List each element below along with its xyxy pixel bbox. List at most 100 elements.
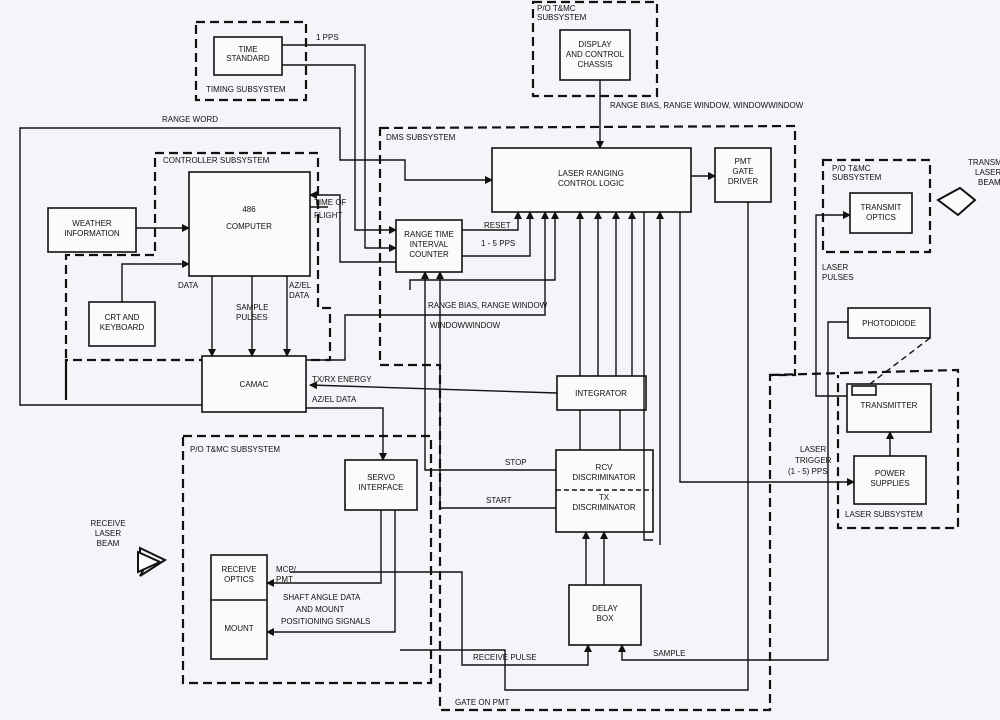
camac-label: CAMAC <box>240 380 269 389</box>
rtic-label-3: COUNTER <box>409 250 449 259</box>
transmit-optics-label-2: OPTICS <box>866 213 896 222</box>
receive-beam-label-3: BEAM <box>97 539 120 548</box>
sample-pulses-label-1: SAMPLE <box>236 303 268 312</box>
laser-subsystem-label: LASER SUBSYSTEM <box>845 510 923 519</box>
tof-label-1: TIME OF <box>314 198 347 207</box>
laser-pulses-label-1: LASER <box>822 263 848 272</box>
azel-label-2: DATA <box>289 291 310 300</box>
rcv-disc-label-1: RCV <box>596 463 614 472</box>
pps-1-5-label: 1 - 5 PPS <box>481 239 515 248</box>
time-standard-block <box>213 36 283 76</box>
sample-wire <box>618 321 848 661</box>
pmt-gate-driver-block <box>714 147 772 203</box>
power-label-2: SUPPLIES <box>870 479 909 488</box>
crt-label-2: KEYBOARD <box>100 323 145 332</box>
reset-wire <box>462 211 522 231</box>
delay-label-2: BOX <box>597 614 615 623</box>
controller-subsystem-label: CONTROLLER SUBSYSTEM <box>163 156 270 165</box>
start-label: START <box>486 496 512 505</box>
po-tmc-top-label-1: P/O T&MC <box>537 4 576 13</box>
transmit-optics-label-1: TRANSMIT <box>861 203 902 212</box>
laser-trigger-wire <box>679 212 855 486</box>
txrx-energy-label: TX/RX ENERGY <box>312 375 372 384</box>
transmit-beam-arrow-icon <box>936 186 977 217</box>
stop-wire <box>421 271 556 471</box>
data-label: DATA <box>178 281 199 290</box>
po-tmc-top-boundary <box>531 0 659 98</box>
display-label-1: DISPLAY <box>578 40 612 49</box>
pmt-label-2: GATE <box>732 167 753 176</box>
laser-pulses-wire <box>815 211 851 397</box>
pmt-label-1: PMT <box>735 157 752 166</box>
crt-to-computer-wire <box>121 260 190 302</box>
transmit-beam-label-3: BEAM <box>978 178 1000 187</box>
rtic-label-2: INTERVAL <box>410 240 449 249</box>
laser-ranging-control-block <box>491 147 692 213</box>
dms-subsystem-boundary <box>378 124 797 712</box>
pmt-label-3: DRIVER <box>728 177 758 186</box>
crt-keyboard-block <box>88 301 156 347</box>
mount-label: MOUNT <box>224 624 253 633</box>
servo-interface-block <box>344 459 418 511</box>
display-control-block <box>559 29 631 81</box>
range-bias-mid-label: RANGE BIAS, RANGE WINDOW <box>428 301 548 310</box>
dms-subsystem-label: DMS SUBSYSTEM <box>386 133 456 142</box>
time-standard-label-1: TIME <box>238 45 257 54</box>
laser-pulses-label-2: PULSES <box>822 273 854 282</box>
receive-optics-label-1: RECEIVE <box>221 565 256 574</box>
azel-label-1: AZ/EL <box>289 281 312 290</box>
po-tmc-right-label-1: P/O T&MC <box>832 164 871 173</box>
range-word-label: RANGE WORD <box>162 115 218 124</box>
power-supplies-block <box>853 455 927 505</box>
photodiode-pickoff <box>869 337 931 385</box>
mcp-pmt-label-2: PMT <box>276 575 293 584</box>
photodiode-block <box>847 307 931 339</box>
transmit-optics-block <box>849 192 913 234</box>
delay-label-1: DELAY <box>592 604 618 613</box>
receive-beam-label-1: RECEIVE <box>90 519 125 528</box>
weather-label-1: WEATHER <box>72 219 112 228</box>
pps-1-5-wire <box>462 211 534 257</box>
windowwindow-wire <box>409 211 559 290</box>
time-of-flight-wire <box>309 191 396 263</box>
transmitter-label: TRANSMITTER <box>861 401 918 410</box>
receive-optics-mount-block <box>210 554 268 660</box>
shaft-angle-label-3: POSITIONING SIGNALS <box>281 617 370 626</box>
controller-subsystem-boundary <box>64 151 332 400</box>
crt-label-1: CRT AND <box>105 313 140 322</box>
tx-disc-label-1: TX <box>599 493 610 502</box>
po-tmc-right-boundary <box>821 158 932 254</box>
integrator-label: INTEGRATOR <box>575 389 627 398</box>
stop-label: STOP <box>505 458 527 467</box>
transmitter-inset <box>851 385 877 396</box>
po-tmc-bottom-label: P/O T&MC SUBSYSTEM <box>190 445 280 454</box>
timing-subsystem-label: TIMING SUBSYSTEM <box>206 85 286 94</box>
po-tmc-bottom-boundary <box>181 434 433 685</box>
computer-label-1: 486 <box>242 205 256 214</box>
laser-ranging-label-1: LASER RANGING <box>558 169 624 178</box>
txrx-energy-wire <box>309 381 558 394</box>
azel-data2-label: AZ/EL DATA <box>312 395 357 404</box>
pps1-label: 1 PPS <box>316 33 339 42</box>
display-label-2: AND CONTROL <box>566 50 625 59</box>
receive-pulse-wire <box>290 571 592 666</box>
tx-disc-label-2: DISCRIMINATOR <box>572 503 635 512</box>
po-tmc-top-label-2: SUBSYSTEM <box>537 13 587 22</box>
gate-on-pmt-wire <box>400 202 749 691</box>
weather-information-block <box>47 207 137 253</box>
po-tmc-right-label-2: SUBSYSTEM <box>832 173 882 182</box>
integrator-block <box>556 375 647 411</box>
reset-label: RESET <box>484 221 511 230</box>
range-word-wire <box>19 127 493 406</box>
rcv-disc-label-2: DISCRIMINATOR <box>572 473 635 482</box>
servo-optics-wire <box>266 510 382 587</box>
shaft-angle-label-2: AND MOUNT <box>296 605 345 614</box>
gate-on-pmt-label: GATE ON PMT <box>455 698 510 707</box>
receive-pulse-label: RECEIVE PULSE <box>473 653 537 662</box>
start-wire <box>436 271 556 509</box>
weather-label-2: INFORMATION <box>64 229 120 238</box>
laser-ranging-label-2: CONTROL LOGIC <box>558 179 624 188</box>
shaft-angle-label-1: SHAFT ANGLE DATA <box>283 593 361 602</box>
computer-label-2: COMPUTER <box>226 222 272 231</box>
laser-trigger-label-3: (1 - 5) PPS <box>788 467 828 476</box>
